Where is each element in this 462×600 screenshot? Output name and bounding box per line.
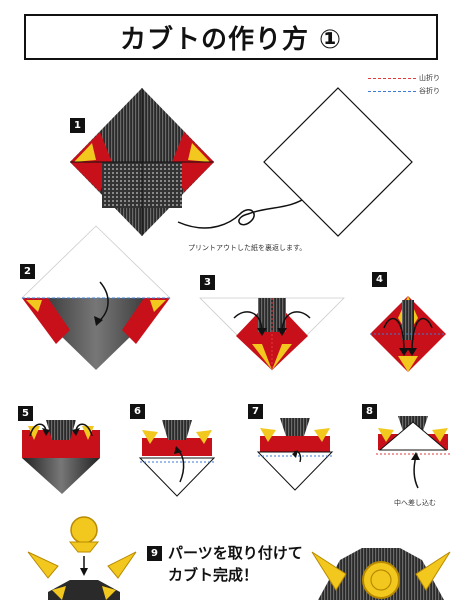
crest-coin [70,516,98,544]
legend-valley-label: 谷折り [419,87,440,95]
step-6-badge: 6 [130,404,145,419]
page-title: カブトの作り方 ① [119,24,343,55]
step-7-badge: 7 [248,404,263,419]
step-5-badge: 5 [18,406,33,421]
step-2-badge: 2 [20,264,35,279]
mountain-fold-line [368,77,416,79]
legend-mountain-label: 山折り [419,74,440,82]
final-line-1: パーツを取り付けて [168,544,303,562]
step-1-caption: プリントアウトした紙を裏返します。 [188,244,307,252]
blank-sheet [263,87,413,237]
flip-arrow [177,195,309,229]
step-8-caption: 中へ差し込む [394,499,436,507]
step-1-badge: 1 [70,118,85,133]
step-4-badge: 4 [372,272,387,287]
title-box: カブトの作り方 ① [24,14,438,60]
final-instructions: パーツを取り付けて カブト完成！ [168,542,303,586]
horn-left [27,551,59,579]
horn-right [107,551,137,579]
legend-mountain-fold: 山折り [368,73,440,83]
kabuto-crest [362,561,400,599]
legend-valley-fold: 谷折り [368,86,440,96]
step-9-badge: 9 [147,546,162,561]
step-8-badge: 8 [362,404,377,419]
valley-fold-line [368,90,416,92]
final-line-2: カブト完成！ [168,566,259,584]
step-3-badge: 3 [200,275,215,290]
